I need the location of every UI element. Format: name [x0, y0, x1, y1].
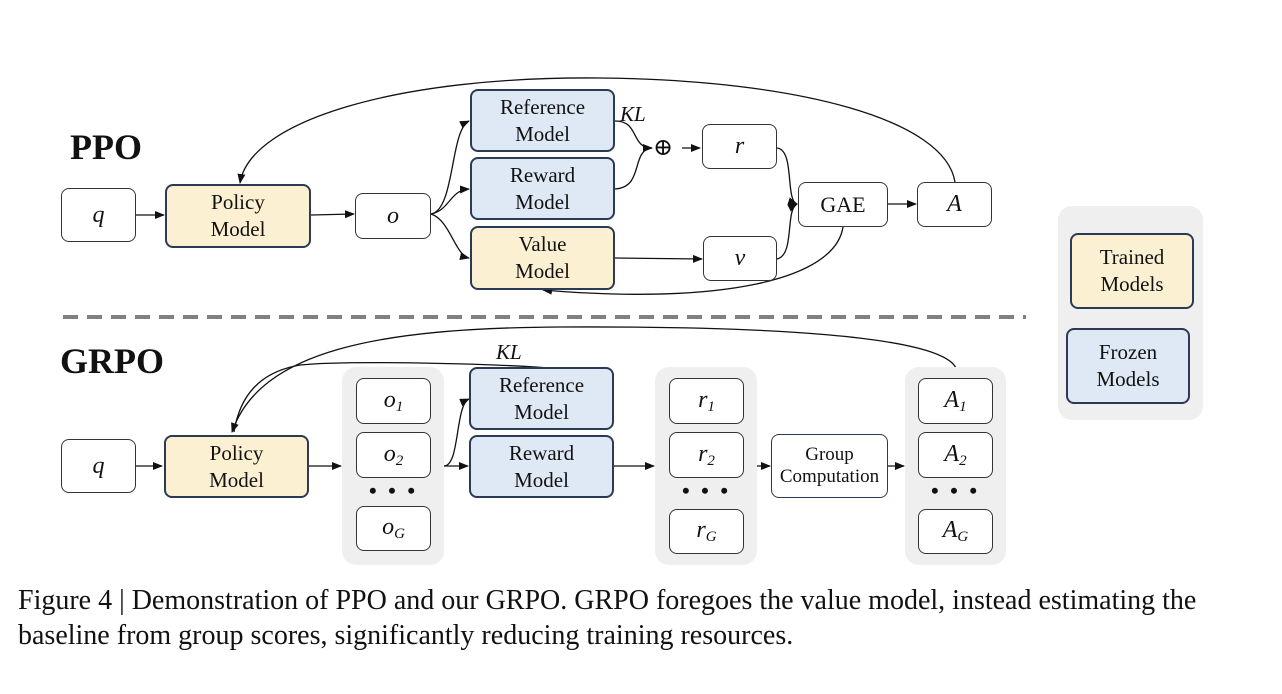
- arrow-a-to-policy: [237, 77, 956, 184]
- grpo-output-1-label: o1: [383, 386, 404, 415]
- grpo-reward-2-label: r2: [698, 440, 715, 469]
- ppo-reward-model-label: Reward Model: [509, 162, 576, 214]
- grpo-output-2: o2: [356, 432, 431, 478]
- grpo-output-1: o1: [356, 378, 431, 424]
- grpo-advantage-1: A1: [918, 378, 993, 424]
- grpo-reward-g-label: rG: [696, 517, 717, 545]
- grpo-query-box: q: [61, 439, 136, 493]
- ppo-reward-label: r: [734, 133, 745, 159]
- grpo-query-label: q: [92, 452, 105, 479]
- ppo-title: PPO: [70, 127, 142, 167]
- grpo-reward-model-label: Reward Model: [508, 440, 575, 492]
- figure-caption: Figure 4 | Demonstration of PPO and our …: [18, 585, 1197, 651]
- grpo-policy-model: Policy Model: [164, 435, 309, 498]
- arrow-o-to-value: [430, 213, 470, 261]
- ppo-kl-label: KL: [620, 102, 646, 126]
- grpo-group-computation-label: Group Computation: [779, 444, 880, 487]
- grpo-output-2-label: o2: [383, 440, 404, 469]
- grpo-output-g-label: oG: [382, 514, 405, 542]
- grpo-advantage-2: A2: [918, 432, 993, 478]
- ppo-reward-model: Reward Model: [470, 157, 615, 220]
- grpo-advantage-g-label: AG: [942, 517, 969, 545]
- arrow-policy-to-o: [310, 210, 355, 219]
- legend-frozen-models: Frozen Models: [1066, 328, 1190, 404]
- grpo-reference-model: Reference Model: [469, 367, 614, 430]
- grpo-kl-label: KL: [496, 340, 522, 364]
- grpo-output-g: oG: [356, 506, 431, 551]
- grpo-reward-g: rG: [669, 509, 744, 554]
- ppo-advantage-label: A: [947, 191, 962, 217]
- legend-frozen-label: Frozen Models: [1096, 340, 1160, 391]
- grpo-policy-model-label: Policy Model: [209, 440, 264, 492]
- ppo-value-label: v: [734, 245, 746, 271]
- grpo-reward-2: r2: [669, 432, 744, 478]
- ppo-advantage-box: A: [917, 182, 992, 227]
- ppo-value-box: v: [703, 236, 777, 281]
- arrow-value-to-v: [613, 254, 703, 263]
- arrow-outputs-to-reference: [443, 398, 470, 467]
- arrow-o-to-reward: [430, 185, 470, 215]
- grpo-advantages-ellipsis: • • •: [930, 478, 981, 503]
- grpo-reward-model: Reward Model: [469, 435, 614, 498]
- grpo-advantage-2-label: A2: [944, 440, 967, 469]
- ppo-output-box: o: [355, 193, 431, 239]
- arrow-reference-to-sum: [613, 120, 653, 152]
- arrow-v-to-gae: [776, 203, 798, 260]
- arrow-reward-to-sum: [613, 147, 653, 190]
- ppo-value-model: Value Model: [470, 226, 615, 290]
- grpo-reward-1: r1: [669, 378, 744, 424]
- sum-icon: ⊕: [653, 135, 674, 161]
- grpo-reward-1-label: r1: [698, 386, 715, 415]
- arrow-kl-to-policy-grpo: [233, 362, 549, 433]
- ppo-query-box: q: [61, 188, 136, 242]
- ppo-value-model-label: Value Model: [515, 232, 570, 283]
- ppo-query-label: q: [92, 201, 105, 228]
- arrow-a-to-policy-grpo: [231, 326, 957, 433]
- arrow-gae-to-value: [542, 226, 844, 295]
- arrow-r-to-gae: [776, 147, 798, 205]
- grpo-reference-model-label: Reference Model: [498, 372, 585, 424]
- grpo-outputs-ellipsis: • • •: [368, 478, 419, 503]
- ppo-output-label: o: [387, 202, 399, 229]
- ppo-reward-box: r: [702, 124, 777, 169]
- arrow-o-to-reference: [430, 120, 470, 215]
- legend-trained-models: Trained Models: [1070, 233, 1194, 309]
- ppo-reference-model-label: Reference Model: [499, 94, 586, 146]
- grpo-advantage-g: AG: [918, 509, 993, 554]
- ppo-policy-model-label: Policy Model: [210, 190, 266, 241]
- ppo-gae-label: GAE: [820, 191, 866, 217]
- legend-trained-label: Trained Models: [1099, 245, 1165, 296]
- grpo-group-computation: Group Computation: [771, 434, 888, 498]
- ppo-policy-model: Policy Model: [165, 184, 311, 248]
- grpo-title: GRPO: [60, 341, 164, 381]
- ppo-reference-model: Reference Model: [470, 89, 615, 152]
- ppo-gae-box: GAE: [798, 182, 888, 227]
- grpo-rewards-ellipsis: • • •: [681, 478, 732, 503]
- grpo-advantage-1-label: A1: [944, 386, 967, 415]
